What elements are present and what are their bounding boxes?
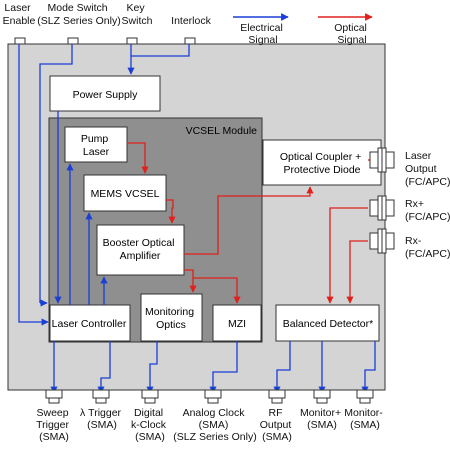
label-digital-kclock: Digital k-Clock (SMA): [131, 407, 169, 443]
legend: Electrical Signal Optical Signal: [233, 13, 373, 46]
label-monitor-plus: Monitor+ (SMA): [300, 407, 344, 431]
fc-connector-rx-minus: [369, 228, 395, 254]
monitoring-optics-block: [140, 293, 203, 342]
sma-monitor-plus: [313, 389, 331, 399]
mems-vcsel-label: MEMS VCSEL: [91, 188, 160, 200]
label-sweep-trigger: Sweep Trigger (SMA): [36, 407, 72, 443]
top-connectors: [14, 37, 196, 45]
sma-lambda-trigger: [92, 389, 110, 399]
label-monitor-minus: Monitor- (SMA): [344, 407, 385, 431]
monitoring-optics-label: Monitoring Optics: [145, 306, 197, 331]
label-key-switch: Key Switch: [122, 2, 153, 27]
mems-vcsel-block: [83, 174, 167, 212]
fc-connector-rx-plus: [369, 195, 395, 221]
sma-digital-kclock: [141, 389, 159, 399]
pump-laser-label: Pump Laser: [81, 133, 111, 158]
bottom-connectors: [45, 389, 374, 404]
balanced-detector-block: [275, 304, 380, 342]
label-analog-clock: Analog Clock (SMA) (SLZ Series Only): [173, 407, 256, 443]
label-rf-output: RF Output (SMA): [260, 407, 294, 443]
optical-wiring: [127, 142, 381, 304]
power-supply-block: [49, 75, 161, 112]
label-interlock: Interlock: [171, 15, 211, 27]
fc-connector-laser-output: [369, 147, 395, 173]
booster-amplifier-label: Booster Optical Amplifier: [103, 237, 178, 262]
legend-optical-label: Optical Signal: [334, 22, 370, 46]
pump-laser-block: [64, 126, 128, 163]
power-supply-label: Power Supply: [73, 89, 139, 101]
sma-rf-output: [268, 389, 286, 399]
mzi-block: [212, 304, 262, 342]
balanced-detector-label: Balanced Detector*: [283, 318, 373, 330]
label-lambda-trigger: λ Trigger (SMA): [80, 407, 124, 431]
mzi-label: MZI: [228, 318, 246, 330]
label-mode-switch: Mode Switch (SLZ Series Only): [37, 2, 120, 27]
legend-electrical-label: Electrical Signal: [240, 22, 286, 46]
sma-monitor-minus: [356, 389, 374, 399]
laser-controller-block: [49, 304, 131, 342]
sma-analog-clock: [204, 389, 222, 399]
label-laser-output: Laser Output (FC/APC): [405, 150, 450, 188]
label-rx-plus: Rx+ (FC/APC): [405, 198, 450, 223]
booster-amplifier-block: [96, 224, 185, 276]
sma-sweep-trigger: [45, 389, 63, 399]
optical-coupler-label: Optical Coupler + Protective Diode: [280, 151, 364, 176]
laser-controller-label: Laser Controller: [52, 318, 127, 330]
label-rx-minus: Rx- (FC/APC): [405, 235, 450, 260]
vcsel-module-title: VCSEL Module: [186, 125, 258, 137]
label-laser-enable: Laser Enable: [3, 2, 36, 27]
electrical-wiring: [18, 44, 376, 394]
